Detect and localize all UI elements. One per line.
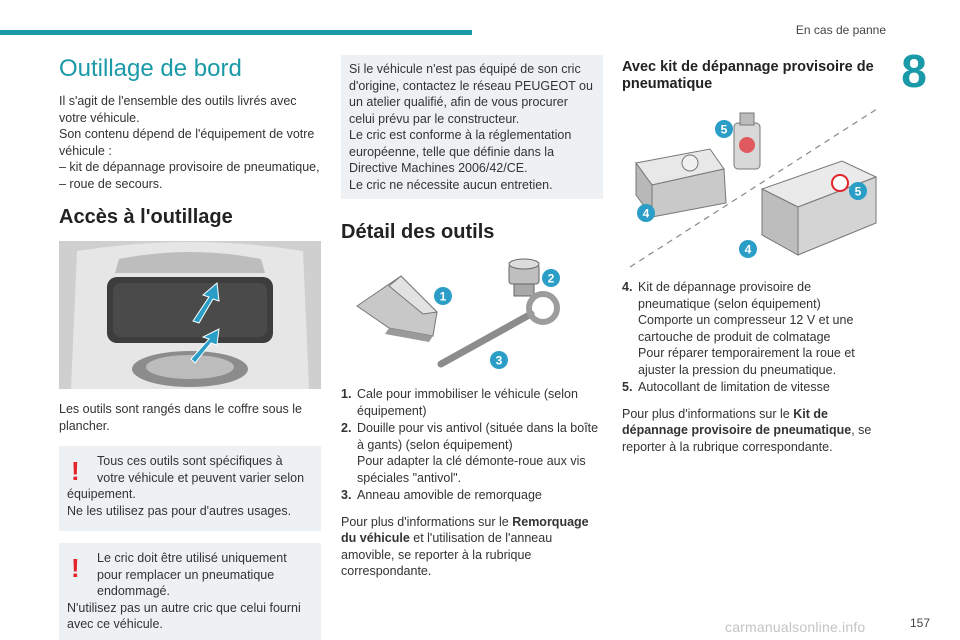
intro-line-3: – kit de dépannage provisoire de pneumat…: [59, 160, 320, 174]
list-item: 2. Douille pour vis antivol (située dans…: [341, 420, 603, 486]
item-text: Douille pour vis antivol (située dans la…: [357, 421, 599, 452]
section-label: En cas de panne: [795, 23, 886, 37]
callout-2: 2: [542, 269, 560, 287]
item-text: Pour adapter la clé démonte-roue aux vis…: [357, 454, 586, 485]
warning-1-line-3: Ne les utilisez pas pour d'autres usages…: [67, 503, 292, 518]
list-item: 1. Cale pour immobiliser le véhicule (se…: [341, 386, 603, 419]
ref-text: , se reporter à la rubrique correspondan…: [622, 423, 872, 454]
callout-4-label: 4: [643, 207, 650, 221]
item-text: Anneau amovible de remorquage: [357, 488, 542, 502]
watermark: carmanualsonline.info: [725, 619, 866, 635]
chapter-tab: 8: [890, 48, 938, 94]
item-text: Pour réparer temporairement la roue et a…: [638, 346, 855, 377]
kit-list: 4. Kit de dépannage provisoire de pneuma…: [622, 279, 884, 396]
tools-list: 1. Cale pour immobiliser le véhicule (se…: [341, 386, 603, 504]
access-heading: Accès à l'outillage: [59, 206, 233, 228]
warning-1-line-2: équipement.: [67, 487, 136, 501]
warning-2-line-1: Le cric doit être utilisé uniquement pou…: [97, 551, 287, 598]
info-line-1: Si le véhicule n'est pas équipé de son c…: [349, 62, 593, 126]
callout-4-bottom: 4: [739, 240, 757, 258]
warning-2-line-2: N'utilisez pas un autre cric que celui f…: [67, 600, 301, 632]
callout-1: 1: [434, 287, 452, 305]
warning-icon: !: [71, 553, 80, 583]
intro-line-4: – roue de secours.: [59, 176, 163, 191]
list-item: 3. Anneau amovible de remorquage: [341, 487, 603, 504]
warning-box-1: ! Tous ces outils sont spécifiques à vot…: [59, 446, 321, 531]
warning-1-line-1: Tous ces outils sont spécifiques à votre…: [97, 454, 305, 485]
info-line-3: Le cric ne nécessite aucun entretien.: [349, 177, 553, 192]
compressor: [635, 148, 727, 219]
callout-3-label: 3: [496, 354, 503, 368]
callout-5-right: 5: [849, 182, 867, 200]
item-number: 2.: [341, 421, 352, 435]
intro-line-2: Son contenu dépend de l'équipement de vo…: [59, 127, 315, 158]
column-1: Outillage de bord Il s'agit de l'ensembl…: [59, 55, 321, 640]
item-number: 1.: [341, 387, 352, 401]
ref-link-kit[interactable]: Kit de dépannage provisoire de pneumatiq…: [622, 406, 852, 438]
kit-box: [760, 160, 878, 256]
page-number: 157: [909, 616, 930, 630]
tow-ring: [437, 291, 560, 368]
item-number: 3.: [341, 488, 352, 502]
item-text: Autocollant de limitation de vitesse: [638, 380, 830, 394]
antitheft-socket: [508, 258, 540, 297]
item-text: Comporte un compresseur 12 V et une cart…: [638, 313, 854, 344]
kit-heading: Avec kit de dépannage provisoire de pneu…: [622, 59, 874, 92]
repair-kit-illustration: 5 4 5 4: [629, 106, 881, 268]
warning-icon: !: [71, 456, 80, 486]
tools-illustration: 1 2 3: [356, 258, 560, 369]
column-2: Si le véhicule n'est pas équipé de son c…: [341, 55, 603, 580]
trunk-illustration: [59, 241, 321, 389]
access-text: Les outils sont rangés dans le coffre so…: [59, 402, 302, 433]
ref-link-towing[interactable]: Remorquage du véhicule: [341, 514, 589, 546]
info-line-2: Le cric est conforme à la réglementation…: [349, 128, 572, 175]
list-item: 5. Autocollant de limitation de vitesse: [622, 379, 884, 396]
sealant-cartridge: [733, 112, 761, 170]
kit-reference: Pour plus d'informations sur le Kit de d…: [622, 406, 884, 456]
item-number: 4.: [622, 280, 633, 294]
ref-text: et l'utilisation de l'anneau amovible, s…: [341, 531, 553, 578]
item-text: Kit de dépannage provisoire de pneumatiq…: [638, 280, 821, 311]
callout-4-left: 4: [637, 204, 655, 222]
list-item: 4. Kit de dépannage provisoire de pneuma…: [622, 279, 884, 378]
towing-reference: Pour plus d'informations sur le Remorqua…: [341, 514, 603, 580]
callout-5-label: 5: [721, 123, 728, 137]
callout-4-label: 4: [745, 243, 752, 257]
ref-text: Pour plus d'informations sur le: [622, 406, 794, 421]
info-box: Si le véhicule n'est pas équipé de son c…: [341, 55, 603, 199]
page-title: Outillage de bord: [59, 55, 242, 82]
ref-text: Pour plus d'informations sur le: [341, 514, 513, 529]
details-heading: Détail des outils: [341, 221, 495, 243]
callout-1-label: 1: [440, 290, 447, 304]
warning-box-2: ! Le cric doit être utilisé uniquement p…: [59, 543, 321, 640]
wheel-chock: [356, 275, 439, 342]
callout-2-label: 2: [548, 272, 555, 286]
trunk-photo: [59, 241, 321, 389]
callout-5-top: 5: [715, 120, 733, 138]
callout-3: 3: [490, 351, 508, 369]
callout-5-label: 5: [855, 185, 862, 199]
item-text: Cale pour immobiliser le véhicule (selon…: [357, 387, 578, 418]
item-number: 5.: [622, 380, 633, 394]
column-3: Avec kit de dépannage provisoire de pneu…: [622, 55, 884, 455]
chapter-number: 8: [901, 45, 927, 97]
header-accent-bar: [0, 30, 472, 35]
intro-line-1: Il s'agit de l'ensemble des outils livré…: [59, 94, 297, 125]
